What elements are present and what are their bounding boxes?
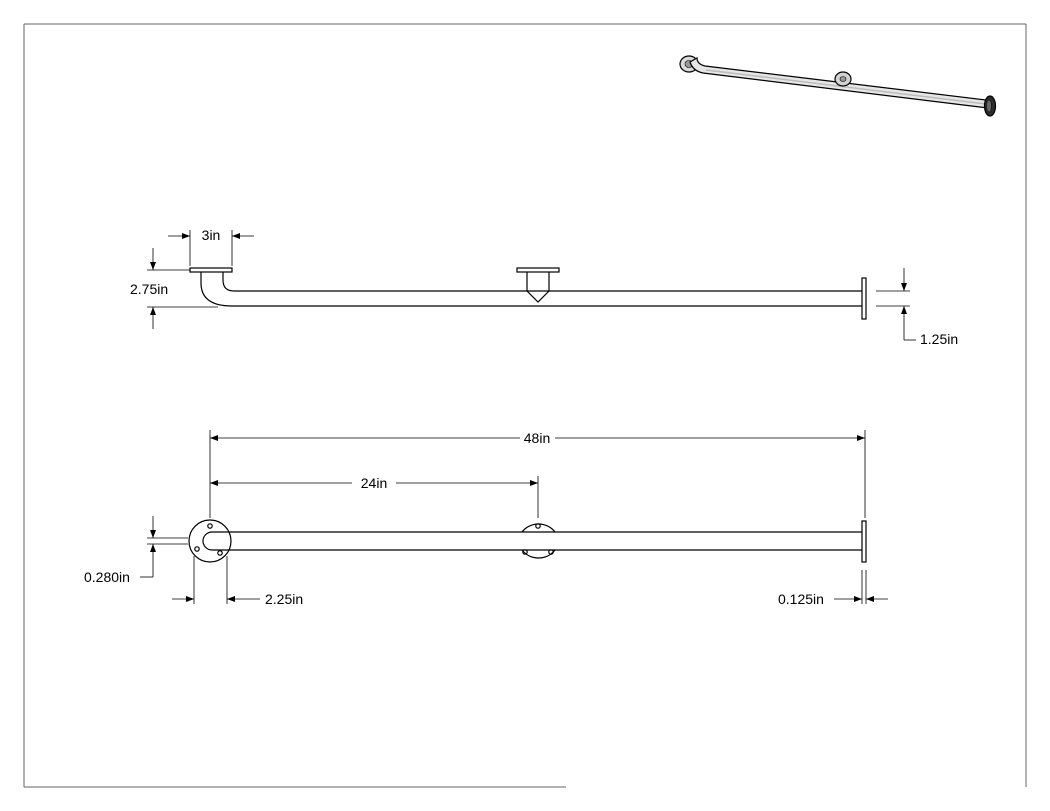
- dim-center-spacing-label: 24in: [361, 475, 387, 491]
- isometric-view: [679, 55, 997, 117]
- top-left-flange: [188, 519, 232, 563]
- front-view: 3in 2.75in 1.25in: [130, 227, 958, 347]
- dim-tube-diameter: 1.25in: [876, 268, 958, 347]
- dim-flange-diameter: 2.25in: [172, 556, 303, 607]
- front-bent-tube: [200, 272, 862, 307]
- front-end-plate: [861, 277, 867, 320]
- front-center-bracket: [516, 267, 560, 303]
- dim-hole-diameter-label: 0.280in: [84, 569, 130, 585]
- top-center-bracket: [521, 523, 556, 559]
- dim-end-plate-thickness-label: 0.125in: [778, 591, 824, 607]
- top-view: 48in 24in 0.280in 2.25in: [84, 430, 888, 607]
- dim-offset-height: 2.75in: [130, 248, 218, 329]
- top-tube: [229, 531, 862, 551]
- dim-flange-diameter-label: 2.25in: [265, 591, 303, 607]
- dim-overall-length: 48in: [209, 430, 866, 518]
- iso-end-plate: [983, 95, 997, 117]
- dim-offset-width: 3in: [168, 227, 254, 266]
- dim-end-plate-thickness: 0.125in: [778, 570, 888, 607]
- top-end-plate: [861, 520, 867, 563]
- dim-offset-height-label: 2.75in: [130, 281, 168, 297]
- front-left-flange: [189, 267, 233, 273]
- sheet-border: [23, 23, 1027, 788]
- dim-tube-diameter-label: 1.25in: [920, 331, 958, 347]
- iso-center-bracket: [834, 71, 852, 87]
- dim-hole-diameter: 0.280in: [84, 516, 188, 585]
- dim-overall-length-label: 48in: [524, 430, 550, 446]
- dim-offset-width-label: 3in: [202, 227, 221, 243]
- dim-center-spacing: 24in: [210, 475, 539, 518]
